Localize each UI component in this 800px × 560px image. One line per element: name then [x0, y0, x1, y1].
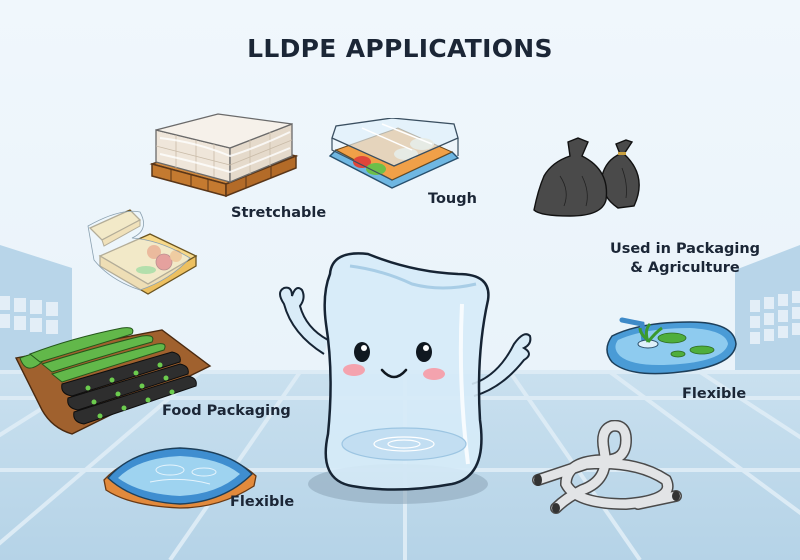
- label-flexible-left: Flexible: [230, 494, 295, 510]
- label-line-1: Used in Packaging: [609, 241, 761, 257]
- label-food-packaging: Food Packaging: [162, 403, 291, 419]
- pallet-stretch-wrap-icon: [149, 113, 299, 198]
- mascot-smile: [380, 368, 408, 379]
- mascot-right-cheek: [423, 368, 445, 380]
- label-tough: Tough: [428, 191, 477, 207]
- mascot-left-eye: [354, 342, 370, 362]
- clamshell-food-box-icon: [87, 209, 198, 295]
- lldpe-mascot: [279, 252, 532, 504]
- page-title: LLDPE APPLICATIONS: [247, 34, 553, 63]
- agricultural-mulch-film-icon: [14, 327, 212, 435]
- label-line-2: & Agriculture: [630, 260, 740, 276]
- right-building: [735, 245, 800, 385]
- mascot-right-arm: [471, 333, 532, 397]
- label-stretchable: Stretchable: [231, 205, 327, 221]
- pond-liner-icon: [606, 317, 737, 375]
- covered-food-tray-icon: [328, 118, 460, 189]
- pool-liner-icon: [103, 447, 257, 509]
- garbage-bags-icon: [533, 137, 640, 217]
- flexible-tubing-icon: [532, 420, 682, 514]
- mascot-left-cheek: [343, 364, 365, 376]
- mascot-right-eye: [416, 342, 432, 362]
- mascot-left-arm: [279, 286, 329, 355]
- label-packaging-agriculture: Used in Packaging & Agriculture: [600, 240, 770, 278]
- mascot-body: [323, 252, 490, 491]
- label-flexible-right: Flexible: [682, 386, 747, 402]
